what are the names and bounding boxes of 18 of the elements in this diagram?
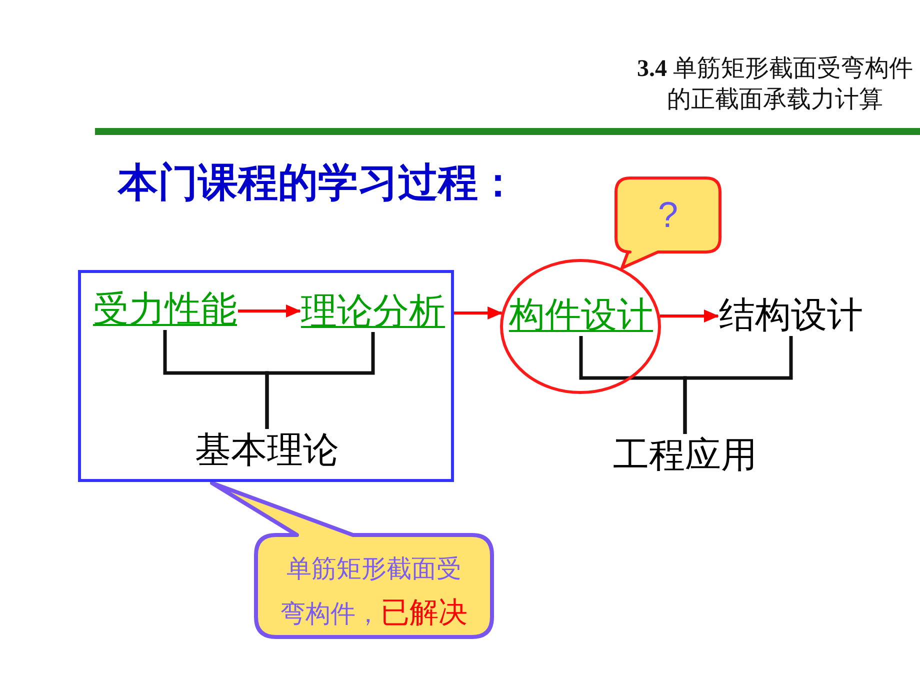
- node-label: 理论分析: [300, 290, 446, 332]
- arrow: [238, 304, 301, 318]
- node-label: 结构设计: [718, 294, 864, 336]
- group-box: [78, 270, 454, 482]
- title-text: 本门课程的学习过程：: [118, 160, 518, 206]
- callout-text: ?: [656, 193, 680, 237]
- bracket-line: [265, 332, 375, 429]
- node-label: 受力性能: [92, 288, 238, 330]
- highlight-ellipse: [500, 259, 661, 394]
- node-label: 工程应用: [612, 434, 758, 476]
- arrow: [454, 306, 503, 320]
- node-label: 基本理论: [194, 429, 340, 471]
- bracket-line: [683, 336, 793, 434]
- speech-bubble: [210, 482, 494, 639]
- header-text: 3.4 单筋矩形截面受弯构件的正截面承载力计算: [636, 54, 914, 115]
- arrow: [660, 310, 719, 322]
- callout-text: 单筋矩形截面受弯构件，已解决: [280, 554, 468, 631]
- speech-bubble: [614, 176, 722, 270]
